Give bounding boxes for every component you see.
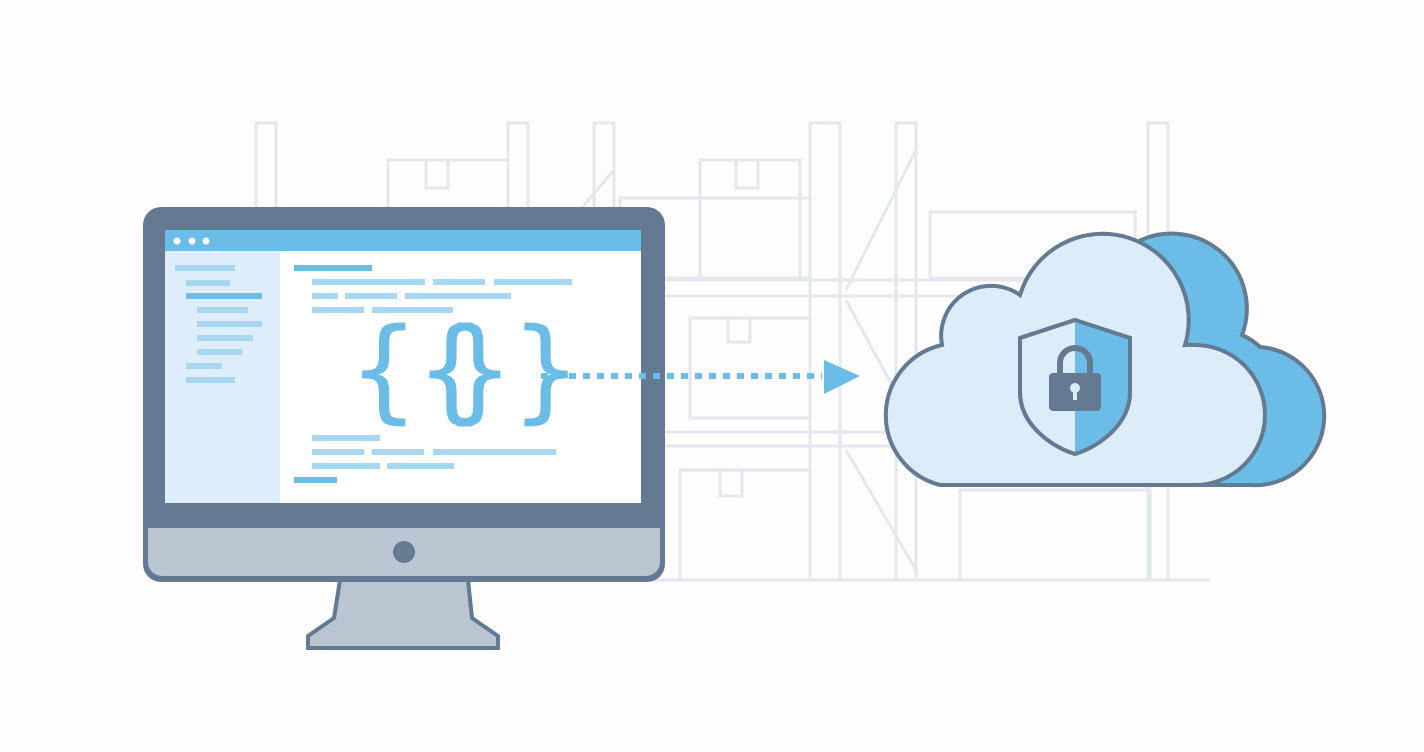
window-titlebar: [165, 230, 641, 251]
window-dot: [188, 237, 196, 245]
lock-icon: [1049, 345, 1101, 411]
window-dot: [202, 237, 210, 245]
code-open-braces: {{: [350, 305, 485, 435]
arrow-right-icon: [541, 360, 860, 394]
monitor-stand: [306, 578, 500, 650]
power-button: [393, 541, 415, 563]
warehouse-background: [254, 121, 1210, 582]
sidebar-lines: [175, 265, 262, 383]
cloud-icon: [883, 231, 1327, 488]
code-close-braces: }}: [445, 305, 580, 435]
window-dot: [173, 237, 181, 245]
code-lines: [294, 265, 572, 483]
monitor-icon: {{ }}: [143, 207, 665, 650]
